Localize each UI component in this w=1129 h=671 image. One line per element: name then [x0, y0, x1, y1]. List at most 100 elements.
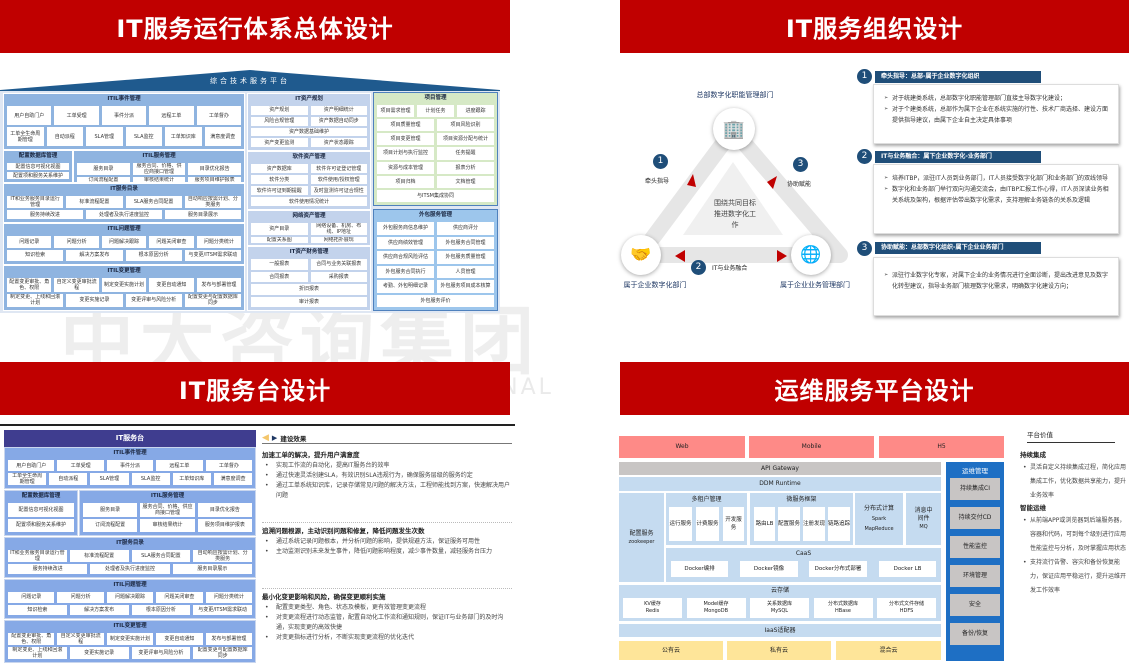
section-heading: 追溯问题根源，主动识别问题和修复，降低问题发生次数: [262, 527, 425, 535]
module-box: 人员管理: [437, 265, 494, 278]
group-row: 配置项和服务关系维护: [7, 172, 69, 179]
org-box-2-title: IT与业务融合：属下企业数字化-业务部门: [875, 151, 1041, 163]
module-box: SLA服务合同配置: [125, 196, 182, 208]
module-box: 工单全生命周期管理: [8, 473, 47, 485]
center-goal-text: 围绕共同目标推进数字化工作: [714, 199, 756, 229]
storage-item-name: 关系数据库: [766, 601, 792, 607]
edge-number: 2: [691, 260, 706, 275]
module-box: 问题解决跟踪: [106, 592, 154, 603]
module-box: 发布与部署管理: [205, 633, 253, 645]
module-box: 制定变更、上线和回滚计划: [8, 647, 67, 659]
module-box: 服务目录展示: [172, 564, 252, 574]
micro-item: 路由LB: [754, 507, 775, 541]
arrow-marker: [777, 250, 787, 262]
module-box: SLA管理: [90, 473, 129, 485]
effects-section-1: 加速工单的解决，提升用户满意度 实现工作流的自动化，提高IT服务台的效率 通过快…: [262, 450, 512, 501]
module-box: SLA服务合同配置: [131, 550, 191, 562]
module-box: SLA管理: [86, 127, 123, 146]
group-row: 服务目录服务合同、价格、供应商接口管理目录优化报告: [83, 503, 252, 517]
module-box: 处理者及执行进度监控: [86, 210, 162, 219]
group-row: 制定变更、上线和回滚计划变更实施记录变更评审与风险分析配置变更与配置数据库同步: [8, 647, 252, 659]
group-title: IT服务目录: [110, 186, 138, 192]
effects-header: ◀ ▶ 建设效果: [262, 432, 512, 444]
org-box-3-title: 协助赋能：总部数字化组织-属下企业业务部门: [875, 242, 1041, 254]
org-box-2: 培养ITBP，派驻IT人员到业务部门，IT人员接受数字化部门和业务部门的双线领导…: [873, 164, 1119, 234]
module-box: 配置关系图: [251, 237, 308, 243]
divider: [0, 424, 515, 426]
module-box: 服务项目维护报表: [188, 177, 242, 183]
group-row: 项目计划与执行监控任务提醒: [377, 147, 494, 160]
storage-item-name: Model缓存: [703, 601, 729, 607]
module-box: 工单受理: [57, 460, 104, 471]
iaas-adapter: IaaS适配器: [619, 624, 941, 637]
module-box: 订阅流程配置: [77, 177, 130, 183]
ops-item: 环境管理: [950, 565, 1000, 587]
module-box: 标准流程配置: [69, 550, 129, 562]
group-row: 配置变更审批、角色、权限自定义变更审批流程制定变更实施计划变更自动通知发布与部署…: [7, 278, 242, 292]
hybrid-cloud: 混合云: [836, 641, 941, 660]
micro-item: 链路追踪: [828, 507, 850, 541]
module-box: 制定变更实施计划: [101, 278, 147, 292]
edge-number: 3: [793, 157, 808, 172]
group-row: 知识检索解决方案发布根本原因分析与变更/ITSM需求联动: [7, 249, 241, 261]
group-row: 资源与成本管理报表分析: [377, 161, 494, 174]
module-box: 资产规划: [251, 106, 308, 115]
group-row: 软件分类软件使用/授权管理: [251, 175, 367, 184]
group-row: 风险合规管理资产数据自动同步: [251, 116, 367, 126]
itil-incident-group: ITIL事件管理用户自助门户工单受理事件分派远程工单工单督办工单全生命周期管理自…: [4, 447, 256, 489]
value-panel: 持续集成 灵活自定义持续集成过程，简化应用集成工作，优化数据共享能力，提升业务效…: [1020, 450, 1126, 598]
group-title: ITIL问题管理: [107, 226, 141, 232]
caas-item: Docker分布式部署: [809, 561, 867, 577]
ops-item: 安全: [950, 594, 1000, 616]
group-row: 项目需求管理计划任务进度跟踪: [377, 105, 494, 118]
tenant-title: 多租户管理: [691, 496, 722, 503]
storage-item-tech: MongoDB: [703, 608, 729, 614]
group-row: 供应商合规风险评估外包服务质量管理: [377, 251, 494, 264]
module-box: 服务目录: [83, 503, 138, 517]
compute-sub: MapReduce: [864, 526, 894, 532]
module-box: 报表分析: [437, 161, 494, 174]
config-sub: zookeeper: [628, 538, 655, 545]
group-title: ITIL变更管理: [113, 623, 147, 629]
module-box: 服务合同、价格、供应商接口管理: [140, 503, 195, 517]
bullet-text: 培养ITBP，派驻IT人员到业务部门，IT人员接受数字化部门和业务部门的双线领导: [884, 173, 1110, 184]
arrow-marker: [675, 250, 685, 262]
group-row: 配置变更审批、角色、权限自定义变更审批流程制定变更实施计划变更自动通知发布与部署…: [8, 633, 253, 645]
module-box: 任务提醒: [437, 147, 494, 160]
tenant-item: 计费服务: [696, 507, 719, 541]
module-box: 外包服务商信息维护: [377, 222, 434, 235]
module-box: 配置变更审批、角色、权限: [8, 633, 55, 645]
group-title: 项目管理: [424, 95, 447, 101]
group-row: 资产变更监测资产状态跟踪: [251, 138, 367, 147]
node-business-dept-label: 属于企业业务管理部门: [780, 281, 850, 289]
module-box: 及时监测许可证合规性: [310, 186, 367, 195]
module-box: 自定义变更审批流程: [57, 633, 104, 645]
module-box: 考勤、外包明细记录: [377, 280, 434, 293]
group-row: 制定变更、上线和回滚计划变更实施记录变更评审与风险分析配置变更与配置数据库同步: [7, 293, 241, 307]
module-box: 满意度调查: [213, 473, 253, 485]
group-row: 项目归档文档管理: [377, 175, 494, 188]
ops-item: 持续集成CI: [950, 478, 1000, 500]
group-row: 软件使用情况统计: [251, 197, 367, 206]
module-box: 资产数据库: [251, 164, 308, 173]
module-box: 合同报表: [251, 271, 308, 282]
play-icon: ▶: [271, 433, 278, 442]
module-box: 问题记录: [7, 236, 52, 248]
module-box: 资产数据自动同步: [310, 116, 367, 126]
module-box: 与变更/ITSM需求联动: [184, 249, 241, 261]
module-box: 软件使用/授权管理: [310, 175, 367, 184]
module-box: 服务目录: [77, 163, 130, 175]
module-box: 软件许可证登记管理: [310, 164, 367, 173]
module-box: 供应商绩效管理: [377, 236, 434, 249]
client-web: Web: [619, 436, 745, 458]
bullet-text: 对变更指标进行分析，不断实现变更流程的优化迭代: [262, 633, 512, 643]
module-box: 资产目录: [251, 223, 308, 235]
module-box: 问题分析: [57, 592, 104, 603]
module-box: 配置项和服务关系维护: [8, 518, 74, 532]
group-title: 配置数据库管理: [18, 153, 58, 159]
ops-item: 备份/恢复: [950, 623, 1000, 645]
group-row: 合同报表采购报表: [251, 271, 367, 282]
module-box: 自动响应按需计划、分类服务: [193, 550, 252, 562]
